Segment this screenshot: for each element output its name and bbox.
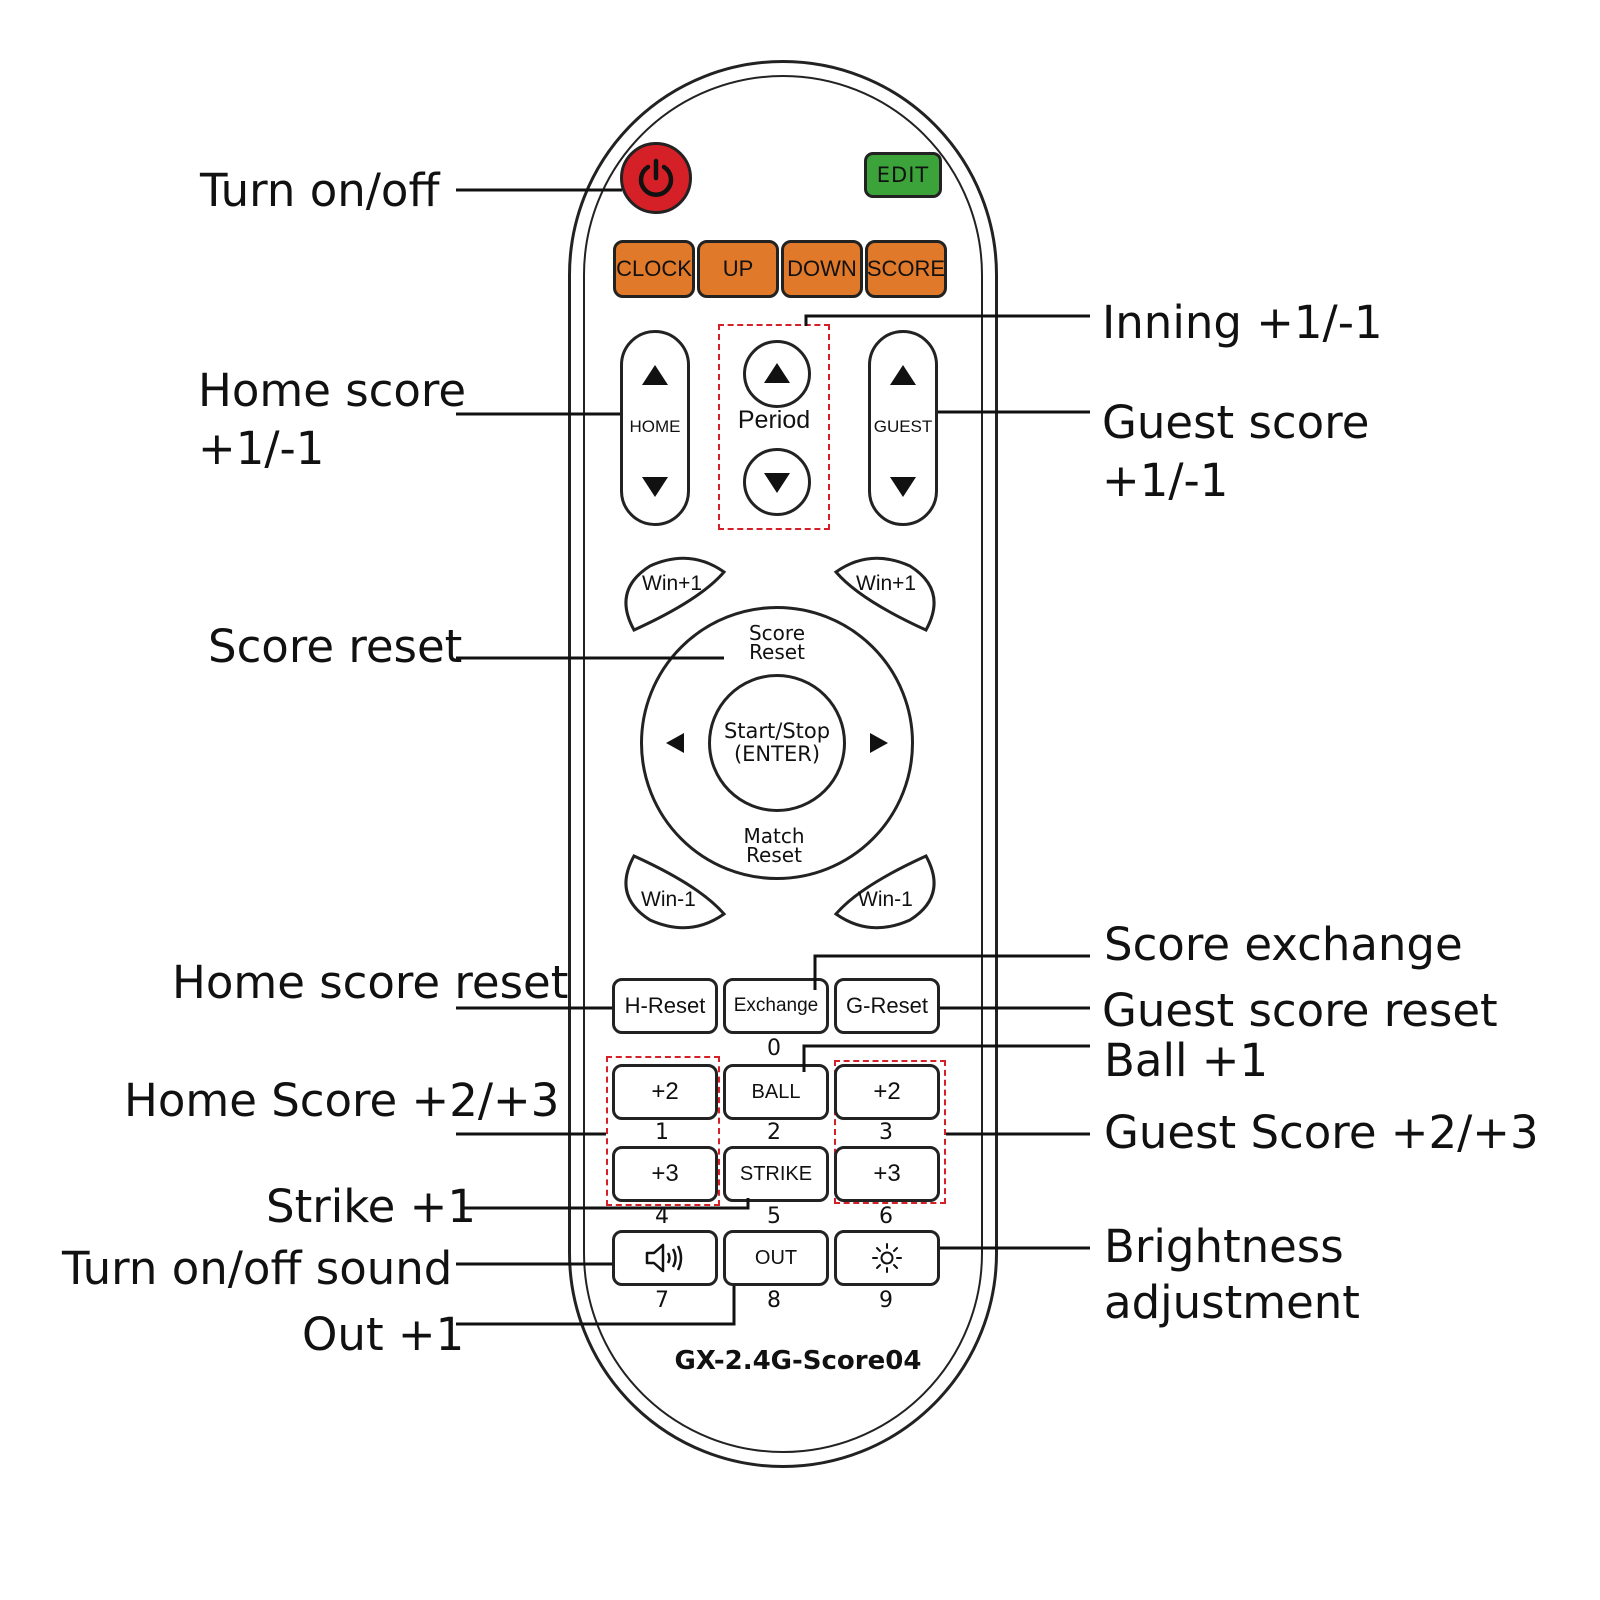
arrow-left-icon[interactable]	[666, 733, 684, 753]
period-up-button[interactable]	[743, 340, 811, 408]
edit-button[interactable]: EDIT	[864, 152, 942, 198]
callout-guest-score-line1: Guest score	[1102, 396, 1370, 449]
arrow-up-icon	[764, 363, 790, 383]
power-icon	[638, 158, 674, 197]
key-number-6: 6	[879, 1204, 893, 1229]
down-button[interactable]: DOWN	[781, 240, 863, 298]
guest-rocker-label: GUEST	[873, 417, 933, 436]
up-button[interactable]: UP	[697, 240, 779, 298]
brightness-sun-icon	[872, 1243, 902, 1273]
speaker-sound-icon	[645, 1243, 683, 1273]
power-button[interactable]	[620, 142, 692, 214]
score-button[interactable]: SCORE	[865, 240, 947, 298]
key-number-0: 0	[767, 1036, 781, 1061]
model-name: GX-2.4G-Score04	[674, 1346, 922, 1376]
score-reset-line2: Reset	[749, 640, 805, 664]
home-plus2-button[interactable]: +2	[612, 1064, 718, 1120]
key-number-2: 2	[767, 1120, 781, 1145]
arrow-down-icon	[890, 477, 916, 497]
callout-guest-score-line2: +1/-1	[1102, 454, 1229, 507]
callout-score-exchange: Score exchange	[1104, 918, 1463, 971]
arrow-right-icon[interactable]	[870, 733, 888, 753]
exchange-button[interactable]: Exchange	[723, 978, 829, 1034]
callout-brightness-line1: Brightness	[1104, 1220, 1344, 1273]
period-highlight-box	[718, 324, 830, 530]
brightness-button[interactable]	[834, 1230, 940, 1286]
callout-guest-score-reset: Guest score reset	[1102, 984, 1498, 1037]
key-number-9: 9	[879, 1288, 893, 1313]
out-button[interactable]: OUT	[723, 1230, 829, 1286]
key-number-5: 5	[767, 1204, 781, 1229]
win-plus-left-label: Win+1	[642, 572, 703, 595]
callout-brightness-line2: adjustment	[1104, 1276, 1360, 1329]
guest-plus3-button[interactable]: +3	[834, 1146, 940, 1202]
callout-out: Out +1	[302, 1308, 465, 1361]
score-reset-line1: Score	[748, 621, 805, 645]
callout-home-score-23: Home Score +2/+3	[124, 1074, 560, 1127]
win-plus-right-label: Win+1	[856, 572, 917, 595]
callout-guest-score-23: Guest Score +2/+3	[1104, 1106, 1539, 1159]
period-label: Period	[737, 406, 811, 434]
remote-body-inner-outline	[583, 75, 983, 1453]
callout-sound: Turn on/off sound	[62, 1242, 453, 1295]
period-down-button[interactable]	[743, 448, 811, 516]
key-number-3: 3	[879, 1120, 893, 1145]
g-reset-button[interactable]: G-Reset	[834, 978, 940, 1034]
clock-button[interactable]: CLOCK	[613, 240, 695, 298]
start-stop-enter-button[interactable]: Start/Stop (ENTER)	[708, 674, 846, 812]
guest-score-rocker[interactable]: GUEST	[868, 330, 938, 526]
callout-home-score-line1: Home score	[198, 364, 467, 417]
arrow-down-icon	[642, 477, 668, 497]
callout-score-reset: Score reset	[208, 620, 463, 673]
callout-turn-on-off: Turn on/off	[200, 164, 440, 217]
match-reset-line1: Match	[743, 824, 805, 848]
match-reset-line2: Reset	[746, 843, 802, 867]
home-rocker-label: HOME	[629, 417, 681, 436]
callout-strike: Strike +1	[266, 1180, 476, 1233]
guest-plus2-button[interactable]: +2	[834, 1064, 940, 1120]
match-reset-key[interactable]: Match Reset	[724, 824, 824, 867]
arrow-down-icon	[764, 473, 790, 493]
score-reset-key[interactable]: Score Reset	[727, 621, 827, 664]
callout-inning: Inning +1/-1	[1102, 296, 1383, 349]
win-minus-right-label: Win-1	[858, 888, 913, 911]
callout-home-score-line2: +1/-1	[198, 422, 325, 475]
ball-button[interactable]: BALL	[723, 1064, 829, 1120]
center-line2: (ENTER)	[733, 742, 821, 766]
center-line1: Start/Stop	[723, 719, 831, 743]
key-number-7: 7	[655, 1288, 669, 1313]
arrow-up-icon	[642, 365, 668, 385]
key-number-1: 1	[655, 1120, 669, 1145]
key-number-4: 4	[655, 1204, 669, 1229]
win-minus-left-label: Win-1	[641, 888, 696, 911]
home-plus3-button[interactable]: +3	[612, 1146, 718, 1202]
callout-ball: Ball +1	[1104, 1034, 1269, 1087]
key-number-8: 8	[767, 1288, 781, 1313]
callout-home-score-reset: Home score reset	[172, 956, 569, 1009]
h-reset-button[interactable]: H-Reset	[612, 978, 718, 1034]
sound-button[interactable]	[612, 1230, 718, 1286]
strike-button[interactable]: STRIKE	[723, 1146, 829, 1202]
arrow-up-icon	[890, 365, 916, 385]
home-score-rocker[interactable]: HOME	[620, 330, 690, 526]
